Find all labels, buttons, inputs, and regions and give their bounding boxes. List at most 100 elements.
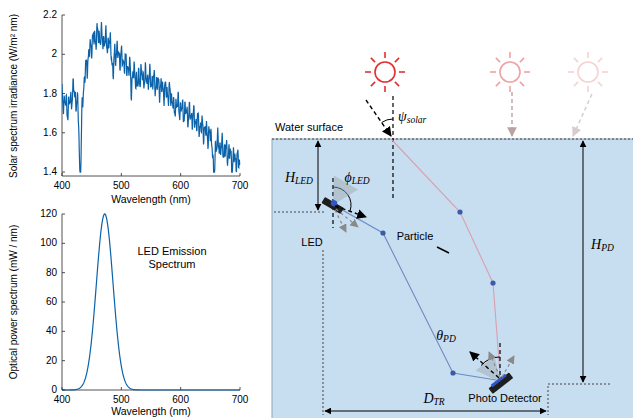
tick-label: 80 [46,267,57,279]
pd-orientation-arrow [470,352,499,378]
tick-mark [180,387,181,390]
spectrum-chart [62,214,240,390]
sun-ray [496,82,500,86]
scatter-point [457,209,462,214]
tick-label: 400 [54,394,71,406]
sun-ray-arrow [511,92,512,136]
tick-mark [121,173,122,176]
sun-ray [384,86,386,92]
tick-mark [62,15,65,16]
axis-title: Solar spectrum irradiance (W/m² nm) [8,14,20,178]
tick-label: 600 [172,180,189,192]
tick-label: 100 [40,238,57,250]
dimension-label: HPD [591,237,614,253]
tick-mark [62,93,65,94]
pd-fov-arrow [489,352,500,377]
sun-ray [520,82,524,86]
tick-mark [62,132,65,133]
tick-mark [121,387,122,390]
water-surface-line [272,139,633,140]
figure-part [62,15,240,390]
particle-label: Particle [397,230,434,243]
led-body [321,197,344,214]
sunlight-path [392,140,500,374]
axis-title: Wavelength (nm) [111,193,191,205]
sun-disc [500,62,520,82]
sun-disc [578,62,598,82]
sun-ray [371,82,375,86]
sun-ray [602,71,608,73]
sun-ray [384,52,386,58]
sun-ray [395,58,399,62]
tick-label: 1.8 [43,88,57,100]
sun-ray [524,71,530,73]
tick-mark [62,331,65,332]
sun-ray [587,52,589,58]
led-beam-arrow [336,209,358,227]
tick-label: 700 [232,180,249,192]
sun-ray [371,58,375,62]
tick-mark [62,173,63,176]
sun-ray [395,82,399,86]
tick-label: 60 [46,296,57,308]
sun-disc [375,62,395,82]
spectrum-curve [62,214,240,390]
angle-arc [382,119,393,123]
tick-mark [62,360,65,361]
pd-sensor-face [491,374,507,387]
axis-title: Optical power spectrum (mW / nm) [8,225,20,379]
tick-label: 2 [51,49,57,61]
pd-label: Photo Detector [468,392,541,405]
pd-fov-arrow [502,356,514,377]
led-orientation-arrow [335,206,366,217]
sun-ray [365,71,371,73]
dimension-guide [274,212,326,213]
scatter-point [450,370,455,375]
tick-mark [240,387,241,390]
spectrum-curve [62,22,240,172]
scatter-point [380,230,385,235]
dimension-arrow [325,411,546,412]
angle-label: θPD [436,328,456,344]
tick-mark [62,390,65,391]
tick-mark [62,172,65,173]
sun-ray [496,58,500,62]
tick-mark [240,173,241,176]
sun-ray [568,71,574,73]
scatter-point [490,280,495,285]
dimension-label: DTR [423,391,444,407]
dimension-guide [548,384,612,385]
tick-label: 2.2 [43,9,57,21]
tick-label: 40 [46,326,57,338]
tick-mark [180,173,181,176]
tick-mark [62,243,65,244]
tick-label: 500 [113,394,130,406]
legend-note: LED Emission Spectrum [130,245,214,270]
led-beam-arrow [335,210,346,232]
dimension-arrow [583,141,584,382]
figure-part [365,52,608,92]
sun-icon [568,52,608,92]
axis-title: Wavelength (nm) [111,405,191,417]
tick-label: 1.6 [43,127,57,139]
sun-ray-arrow [366,100,391,136]
sun-ray-arrow [573,94,592,136]
tick-label: 500 [113,180,130,192]
sun-icon [490,52,530,92]
tick-mark [62,54,65,55]
sun-ray [509,86,511,92]
dimension-guide [548,386,549,415]
sun-ray [598,58,602,62]
tick-mark [62,214,65,215]
tick-mark [62,387,63,390]
tick-label: 120 [40,208,57,220]
surface-label: Water surface [275,121,343,134]
sun-ray [574,58,578,62]
sun-ray [520,58,524,62]
tick-label: 700 [232,394,249,406]
tick-mark [62,272,65,273]
sun-ray [598,82,602,86]
dimension-guide [323,250,324,415]
water-body [272,139,633,418]
